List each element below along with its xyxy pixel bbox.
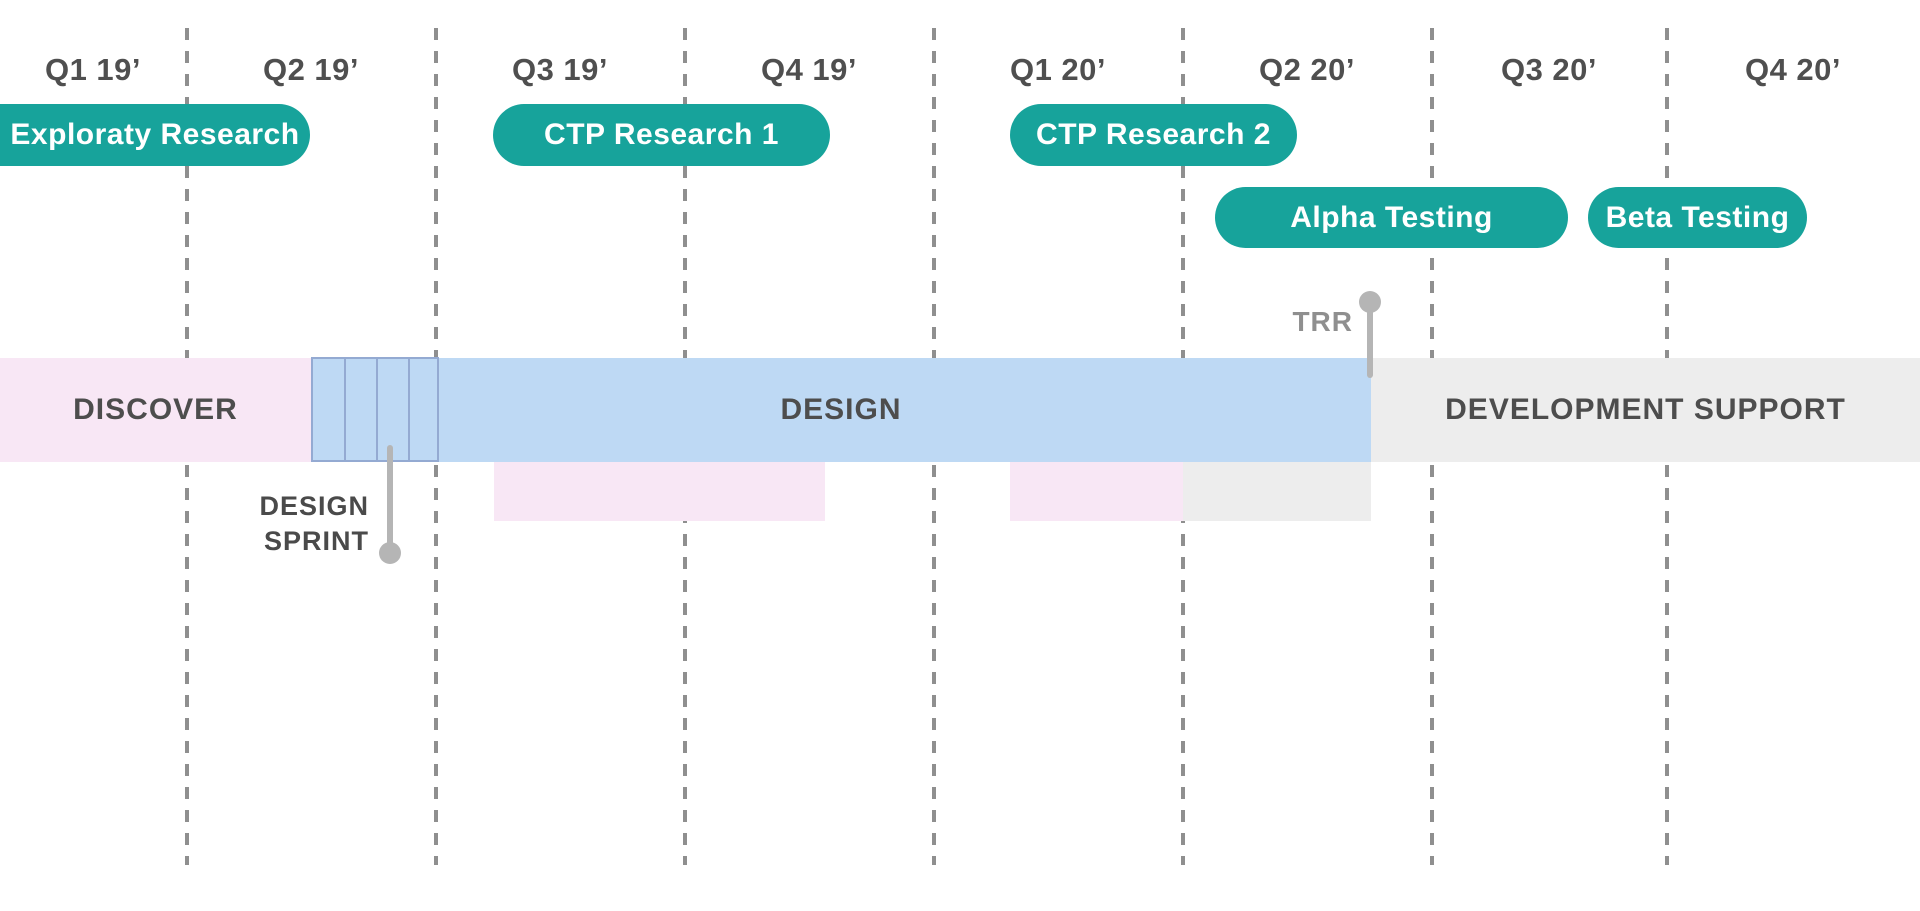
trr-dot (1359, 291, 1381, 313)
phase-design: DESIGN (311, 358, 1371, 462)
pill-exploraty-research: Exploraty Research (0, 104, 310, 166)
pill-ctp-research-1: CTP Research 1 (493, 104, 830, 166)
phase-development-support: DEVELOPMENT SUPPORT (1371, 358, 1920, 462)
quarter-label: Q4 20’ (1744, 52, 1842, 87)
quarter-label: Q2 20’ (1258, 52, 1356, 87)
quarter-label: Q3 20’ (1500, 52, 1598, 87)
pill-alpha-testing: Alpha Testing (1215, 187, 1568, 248)
design-sprint-stem (387, 445, 393, 553)
sub-bar-ctp1-shading (494, 462, 825, 521)
quarter-label: Q4 19’ (760, 52, 858, 87)
quarter-label: Q3 19’ (511, 52, 609, 87)
trr-label: TRR (1292, 306, 1353, 337)
design-sprint-hatch-divider (408, 359, 410, 460)
trr-stem (1367, 300, 1373, 378)
pill-ctp-research-2: CTP Research 2 (1010, 104, 1297, 166)
design-sprint-hatch-divider (376, 359, 378, 460)
phase-discover: DISCOVER (0, 358, 311, 462)
sub-bar-ctp2-shading-gray (1183, 462, 1371, 521)
quarter-label: Q1 19’ (44, 52, 142, 87)
design-sprint-label-line1: DESIGN (259, 491, 369, 521)
pill-beta-testing: Beta Testing (1588, 187, 1807, 248)
design-sprint-hatch-divider (344, 359, 346, 460)
quarter-label: Q2 19’ (262, 52, 360, 87)
design-sprint-label: DESIGN SPRINT (149, 489, 369, 559)
design-sprint-hatch (311, 357, 439, 462)
quarter-label: Q1 20’ (1009, 52, 1107, 87)
design-sprint-dot (379, 542, 401, 564)
sub-bar-ctp2-shading-pink (1010, 462, 1183, 521)
design-sprint-label-line2: SPRINT (263, 526, 369, 556)
